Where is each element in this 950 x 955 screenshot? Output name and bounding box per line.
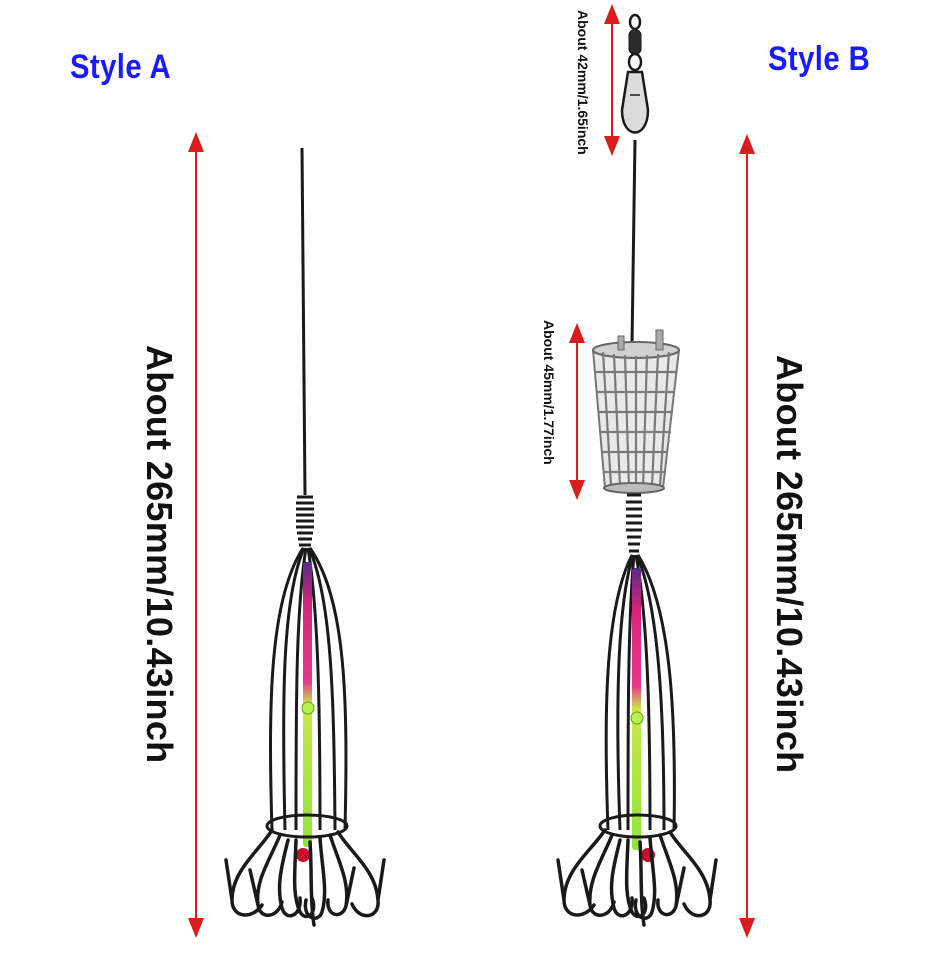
style-b-glow-bead xyxy=(630,711,644,725)
style-b-cage-label: About 45mm/1.77inch xyxy=(541,320,557,465)
style-b-coil xyxy=(626,493,642,553)
style-b-swivel-snap xyxy=(620,13,650,134)
style-a-hook-ring xyxy=(265,813,349,839)
style-b-hooks xyxy=(556,828,718,927)
style-a-title: Style A xyxy=(70,48,172,86)
style-a-hooks xyxy=(224,828,386,927)
style-b-float-tube xyxy=(632,568,641,850)
style-b-title: Style B xyxy=(768,40,871,78)
style-a-coil xyxy=(296,495,314,547)
style-a-rig xyxy=(188,132,386,938)
style-b-length-label: About 265mm/10.43inch xyxy=(769,355,810,774)
style-b-wire-cage xyxy=(604,554,676,831)
style-b-bait-cage xyxy=(591,329,681,494)
style-a-glow-bead xyxy=(301,701,315,715)
style-b-needle xyxy=(630,139,637,346)
style-b-hook-ring xyxy=(598,813,678,839)
style-a-red-bead xyxy=(296,848,310,862)
style-b-rig xyxy=(556,3,755,938)
style-a-wire-cage xyxy=(268,547,348,831)
style-b-swivel-label: About 42mm/1.65inch xyxy=(575,10,591,155)
style-a-length-label: About 265mm/10.43inch xyxy=(139,345,180,764)
style-a-needle xyxy=(300,147,307,496)
